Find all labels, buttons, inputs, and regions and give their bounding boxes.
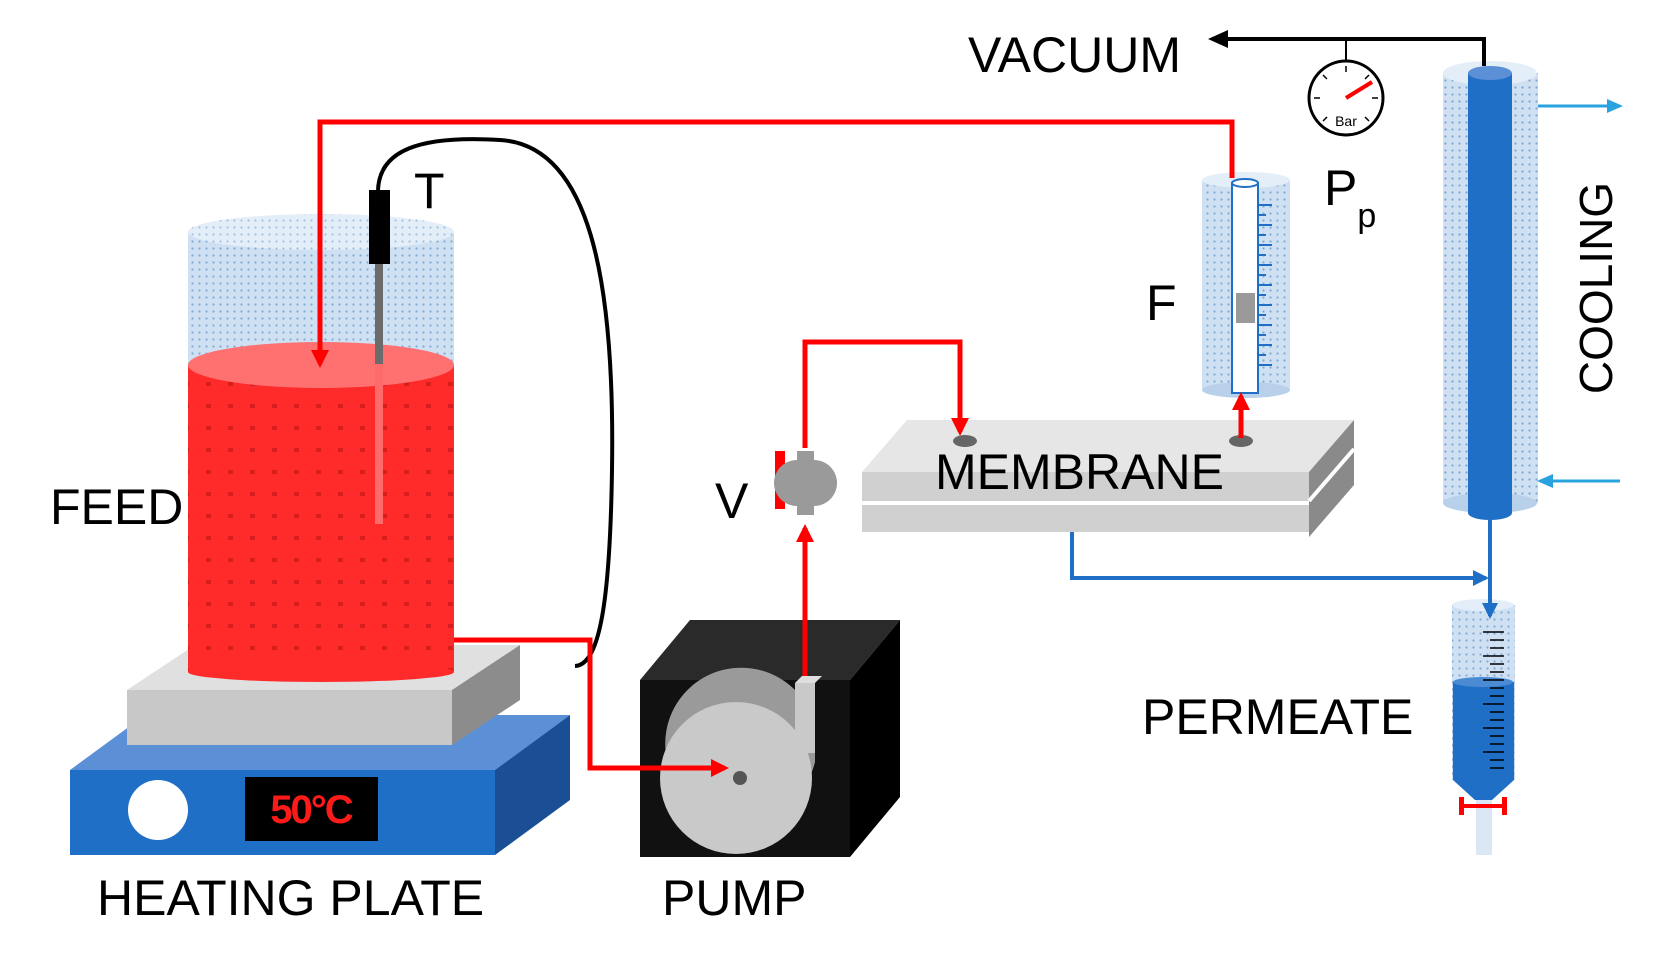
pump [640,620,900,857]
feed-to-pump-line [454,637,729,777]
flowmeter [1202,172,1290,398]
flowmeter-float [1236,293,1255,323]
heating-knob[interactable] [128,780,188,840]
permeate-liquid [1453,682,1514,780]
gauge-unit-label: Bar [1335,113,1357,129]
flowmeter-scale [1258,204,1272,366]
membrane-module [862,420,1356,537]
vacuum-label: VACUUM [968,27,1181,83]
permeate-label: PERMEATE [1142,689,1413,745]
condenser [1443,61,1538,520]
permeate-pressure-label: Pp [1324,160,1376,235]
valve-to-membrane-line [802,339,969,448]
flowmeter-label: F [1146,275,1177,331]
temperature-probe [369,137,615,668]
membrane-label: MEMBRANE [935,444,1224,500]
feed-label: FEED [50,479,183,535]
flowmeter-to-feed-line [311,119,1235,368]
temperature-display-value: 50°C [270,788,352,832]
vacuum-line [1208,30,1486,66]
permeate-pressure-sub: p [1357,197,1376,235]
heating-plate-label: HEATING PLATE [97,870,484,926]
temperature-sensor-label: T [414,163,445,219]
permeate-scale [1483,631,1504,769]
membrane-to-collector-line [1070,532,1489,586]
permeate-pressure-main: P [1324,160,1357,216]
permeate-collector [1452,599,1515,855]
gauge-needle [1344,80,1374,100]
pump-label: PUMP [662,870,806,926]
cooling-label: COOLING [1570,182,1622,394]
pressure-gauge: Bar [1307,39,1385,137]
temperature-display [245,777,378,841]
valve[interactable] [774,451,837,515]
valve-label: V [715,473,749,529]
